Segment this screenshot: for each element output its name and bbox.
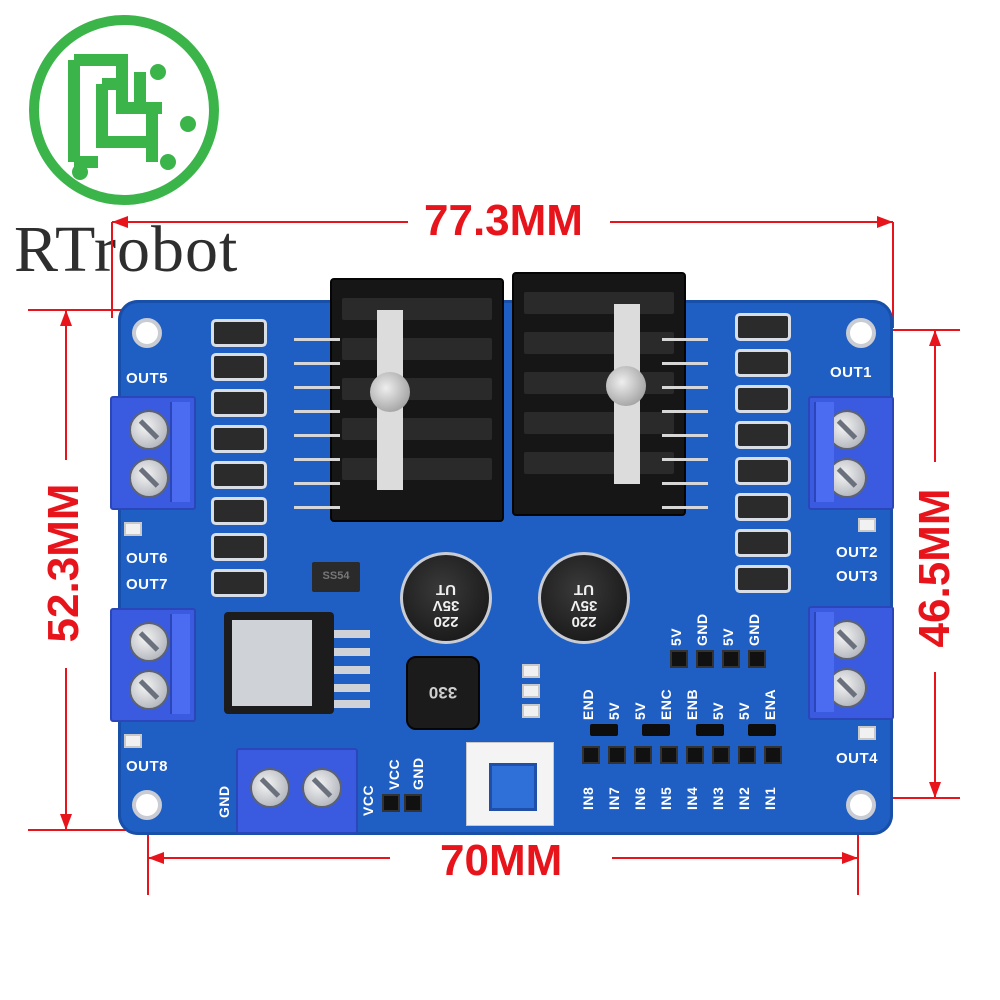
header-pin[interactable]	[670, 650, 688, 668]
header-pin-label: 5V	[720, 627, 736, 646]
input-label-in8: IN8	[580, 786, 596, 810]
power-pin-label-vcc: VCC	[360, 784, 376, 816]
input-label-in6: IN6	[632, 786, 648, 810]
input-label-in7: IN7	[606, 786, 622, 810]
label-out8: OUT8	[126, 758, 169, 775]
label-out5: OUT5	[126, 370, 169, 387]
hole-spacing-height-label: 46.5MM	[910, 488, 959, 648]
terminal-block-out1-out2	[808, 396, 894, 510]
input-header-pin[interactable]	[712, 746, 730, 764]
input-header-pin[interactable]	[634, 746, 652, 764]
status-led	[522, 664, 540, 678]
header-pin[interactable]	[722, 650, 740, 668]
header-pin-label: 5V	[668, 627, 684, 646]
diode	[738, 352, 788, 374]
status-led	[522, 704, 540, 718]
input-header-pin[interactable]	[660, 746, 678, 764]
jumper-label-end: END	[580, 688, 596, 720]
jumper-label-5v: 5V	[710, 701, 726, 720]
heatsink-left	[330, 278, 504, 522]
jumper-label-enc: ENC	[658, 688, 674, 720]
reset-switch[interactable]	[466, 742, 554, 826]
jumper-label-5v: 5V	[606, 701, 622, 720]
jumper-label-enb: ENB	[684, 688, 700, 720]
power-terminal-block	[236, 748, 358, 834]
electrolytic-capacitor: 220 35V UT	[538, 552, 630, 644]
hole-spacing-width-label: 70MM	[440, 836, 563, 885]
jumper-label-5v: 5V	[632, 701, 648, 720]
status-led	[522, 684, 540, 698]
input-label-in3: IN3	[710, 786, 726, 810]
switch-button[interactable]	[489, 763, 537, 811]
label-out7: OUT7	[126, 576, 169, 593]
input-header-pin[interactable]	[764, 746, 782, 764]
label-out6: OUT6	[126, 550, 169, 567]
input-header-pin[interactable]	[738, 746, 756, 764]
power-pin-label-gnd: GND	[410, 757, 426, 790]
schottky-diode-marking: SS54	[322, 570, 350, 582]
mounting-hole	[846, 790, 876, 820]
status-led	[858, 726, 876, 740]
diode	[738, 460, 788, 482]
mounting-hole	[846, 318, 876, 348]
heatsink-right	[512, 272, 686, 516]
jumper-cap[interactable]	[590, 724, 618, 736]
mounting-hole	[132, 790, 162, 820]
diode	[214, 572, 264, 594]
input-label-in5: IN5	[658, 786, 674, 810]
diode	[214, 536, 264, 558]
diode	[214, 428, 264, 450]
diode	[738, 568, 788, 590]
jumper-cap[interactable]	[642, 724, 670, 736]
diode	[214, 500, 264, 522]
diode	[214, 392, 264, 414]
input-header-pin[interactable]	[608, 746, 626, 764]
jumper-cap[interactable]	[696, 724, 724, 736]
mounting-hole	[132, 318, 162, 348]
power-header-pin[interactable]	[404, 794, 422, 812]
label-out4: OUT4	[836, 750, 879, 767]
input-label-in4: IN4	[684, 786, 700, 810]
header-pin-label: GND	[694, 613, 710, 646]
jumper-label-5v: 5V	[736, 701, 752, 720]
label-out2: OUT2	[836, 544, 879, 561]
diode	[738, 496, 788, 518]
jumper-cap[interactable]	[748, 724, 776, 736]
diode	[738, 424, 788, 446]
status-led	[124, 734, 142, 748]
label-out1: OUT1	[830, 364, 873, 381]
header-pin-label: GND	[746, 613, 762, 646]
diode	[214, 464, 264, 486]
terminal-block-out7-out8	[110, 608, 196, 722]
width-dimension-label: 77.3MM	[424, 196, 583, 245]
diode	[738, 388, 788, 410]
diode	[214, 322, 264, 344]
input-label-in2: IN2	[736, 786, 752, 810]
terminal-block-out3-out4	[808, 606, 894, 720]
power-terminal-gnd-label: GND	[216, 785, 232, 818]
brand-logo-icon	[29, 15, 219, 205]
schottky-diode: SS54	[312, 562, 360, 592]
header-pin[interactable]	[748, 650, 766, 668]
voltage-regulator	[224, 612, 370, 714]
input-header-pin[interactable]	[582, 746, 600, 764]
diode	[738, 532, 788, 554]
diode	[214, 356, 264, 378]
electrolytic-capacitor: 220 35V UT	[400, 552, 492, 644]
power-pin-label-vcc: VCC	[386, 758, 402, 790]
terminal-block-out5-out6	[110, 396, 196, 510]
power-header-pin[interactable]	[382, 794, 400, 812]
status-led	[124, 522, 142, 536]
status-led	[858, 518, 876, 532]
diode	[738, 316, 788, 338]
input-header-pin[interactable]	[686, 746, 704, 764]
height-dimension-label: 52.3MM	[39, 483, 88, 643]
label-out3: OUT3	[836, 568, 879, 585]
jumper-label-ena: ENA	[762, 688, 778, 720]
inductor: 330	[406, 656, 480, 730]
input-label-in1: IN1	[762, 786, 778, 810]
header-pin[interactable]	[696, 650, 714, 668]
